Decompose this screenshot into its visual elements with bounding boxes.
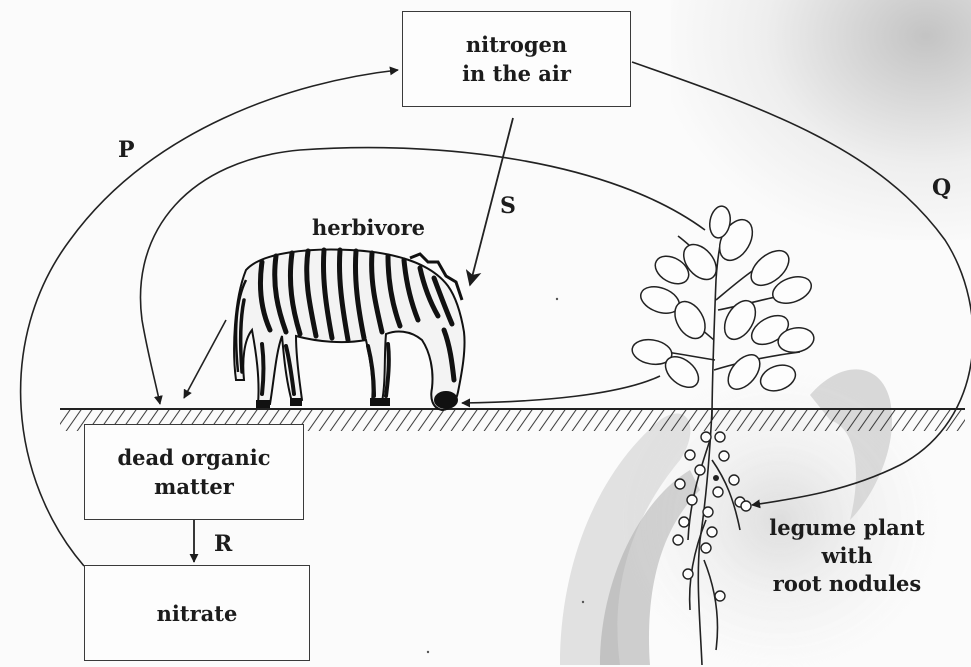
letter-p: P <box>118 136 135 164</box>
legume-plant-label-line1: legume plant <box>758 514 936 542</box>
letter-q: Q <box>932 174 951 202</box>
dead-organic-matter-label-line1: dead organic <box>117 443 270 472</box>
letter-r: R <box>214 530 232 558</box>
legume-plant-label-line2: with <box>758 542 936 570</box>
zebra-illustration <box>234 250 464 410</box>
legume-plant-label: legume plant with root nodules <box>758 514 936 598</box>
nitrogen-in-air-label-line1: nitrogen <box>466 30 567 59</box>
nitrate-box: nitrate <box>84 565 310 661</box>
nitrogen-in-air-box: nitrogen in the air <box>402 11 631 107</box>
legume-plant-label-line3: root nodules <box>758 570 936 598</box>
nitrogen-in-air-label-line2: in the air <box>462 59 571 88</box>
dead-organic-matter-box: dead organic matter <box>84 424 304 520</box>
arrow-plant-to-herbivore <box>462 376 660 403</box>
herbivore-label: herbivore <box>312 214 425 242</box>
letter-s: S <box>500 192 516 220</box>
dead-organic-matter-label-line2: matter <box>154 472 234 501</box>
nitrate-label: nitrate <box>157 599 238 628</box>
arrow-herbivore-to-dead-matter <box>184 320 226 398</box>
